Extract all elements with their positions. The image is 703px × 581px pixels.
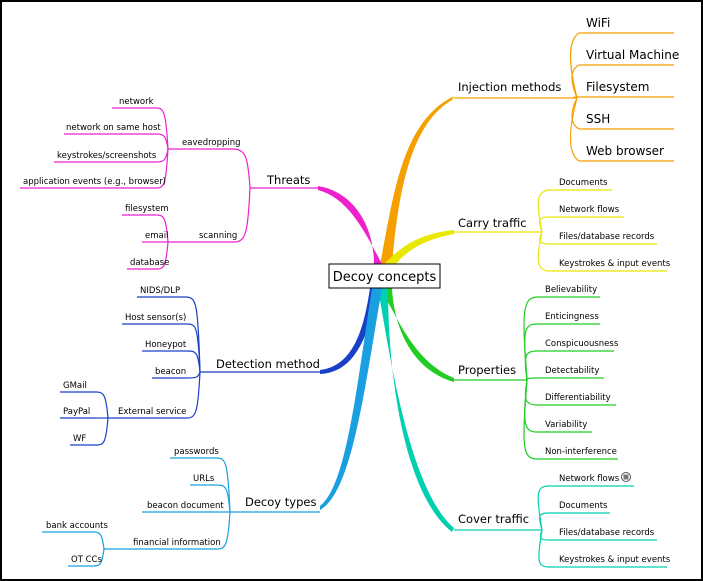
external-item-paypal[interactable]: PayPal	[63, 407, 90, 417]
connector-carry	[382, 230, 454, 266]
branch-properties	[454, 296, 618, 460]
eaves-item-app-events[interactable]: application events (e.g., browser)	[23, 177, 166, 187]
branch-label-injection[interactable]: Injection methods	[458, 80, 561, 94]
detect-external-service[interactable]: External service	[118, 407, 186, 417]
external-item-wf[interactable]: WF	[73, 434, 86, 444]
decoy-item-urls[interactable]: URLs	[193, 474, 215, 484]
carry-item-network-flows[interactable]: Network flows	[559, 205, 620, 215]
detect-item-host-sensor[interactable]: Host sensor(s)	[125, 313, 186, 323]
branch-label-threats[interactable]: Threats	[266, 173, 310, 187]
property-detectability[interactable]: Detectability	[545, 366, 599, 376]
cover-item-documents[interactable]: Documents	[559, 501, 608, 511]
cover-item-network-flows[interactable]: Network flows	[559, 474, 620, 484]
carry-item-files-db[interactable]: Files/database records	[559, 232, 655, 242]
property-conspicuousness[interactable]: Conspicuousness	[545, 339, 619, 349]
eaves-item-keystrokes[interactable]: keystrokes/screenshots	[57, 151, 157, 161]
branch-label-decoy[interactable]: Decoy types	[245, 495, 316, 509]
branch-label-cover[interactable]: Cover traffic	[458, 512, 529, 526]
central-topic[interactable]: Decoy concepts	[328, 263, 441, 289]
circle-note-icon[interactable]	[621, 472, 631, 482]
connector-decoy	[320, 288, 382, 510]
property-variability[interactable]: Variability	[545, 420, 587, 430]
connector-injection	[380, 96, 454, 265]
financial-item-bank[interactable]: bank accounts	[46, 521, 108, 531]
injection-item-web-browser[interactable]: Web browser	[586, 144, 664, 158]
branch-decoy	[42, 457, 320, 567]
branch-cover	[454, 485, 667, 568]
branch-threats	[20, 107, 320, 270]
carry-item-keystrokes[interactable]: Keystrokes & input events	[559, 259, 671, 269]
property-believability[interactable]: Believability	[545, 285, 597, 295]
threat-eavesdropping[interactable]: eavedropping	[182, 138, 241, 148]
central-topic-label: Decoy concepts	[333, 270, 437, 285]
connector-threats	[318, 186, 382, 264]
injection-item-filesystem[interactable]: Filesystem	[586, 80, 649, 94]
connector-cover	[378, 288, 454, 532]
connector-properties	[380, 288, 454, 382]
carry-item-documents[interactable]: Documents	[559, 178, 608, 188]
central-connectors	[318, 96, 454, 532]
detect-item-nids[interactable]: NIDS/DLP	[140, 286, 180, 296]
property-differentiability[interactable]: Differentiability	[545, 393, 611, 403]
scan-item-database[interactable]: database	[130, 258, 169, 268]
cover-item-files-db[interactable]: Files/database records	[559, 528, 655, 538]
injection-item-wifi[interactable]: WiFi	[586, 16, 610, 30]
eaves-item-network[interactable]: network	[119, 97, 154, 107]
scan-item-filesystem[interactable]: filesystem	[125, 204, 169, 214]
property-non-interference[interactable]: Non-interference	[545, 447, 617, 457]
cover-item-keystrokes[interactable]: Keystrokes & input events	[559, 555, 671, 565]
branch-label-detection[interactable]: Detection method	[216, 357, 320, 371]
branch-label-properties[interactable]: Properties	[458, 363, 516, 377]
decoy-financial[interactable]: financial information	[133, 538, 221, 548]
threat-scanning[interactable]: scanning	[199, 231, 237, 241]
injection-item-ssh[interactable]: SSH	[586, 112, 610, 126]
property-enticingness[interactable]: Enticingness	[545, 312, 599, 322]
branch-injection	[454, 32, 674, 162]
financial-item-ot-ccs[interactable]: OT CCs	[71, 555, 102, 565]
eaves-item-same-host[interactable]: network on same host	[66, 123, 161, 133]
branch-detection	[60, 296, 320, 446]
external-item-gmail[interactable]: GMail	[63, 381, 87, 391]
detect-item-beacon[interactable]: beacon	[155, 367, 186, 377]
decoy-item-beacon-doc[interactable]: beacon document	[147, 501, 224, 511]
decoy-item-passwords[interactable]: passwords	[174, 447, 219, 457]
branch-label-carry[interactable]: Carry traffic	[458, 216, 527, 230]
injection-item-virtual-machine[interactable]: Virtual Machine	[586, 48, 679, 62]
branch-carry	[454, 189, 667, 272]
detect-item-honeypot[interactable]: Honeypot	[145, 340, 187, 350]
scan-item-email[interactable]: email	[145, 231, 168, 241]
